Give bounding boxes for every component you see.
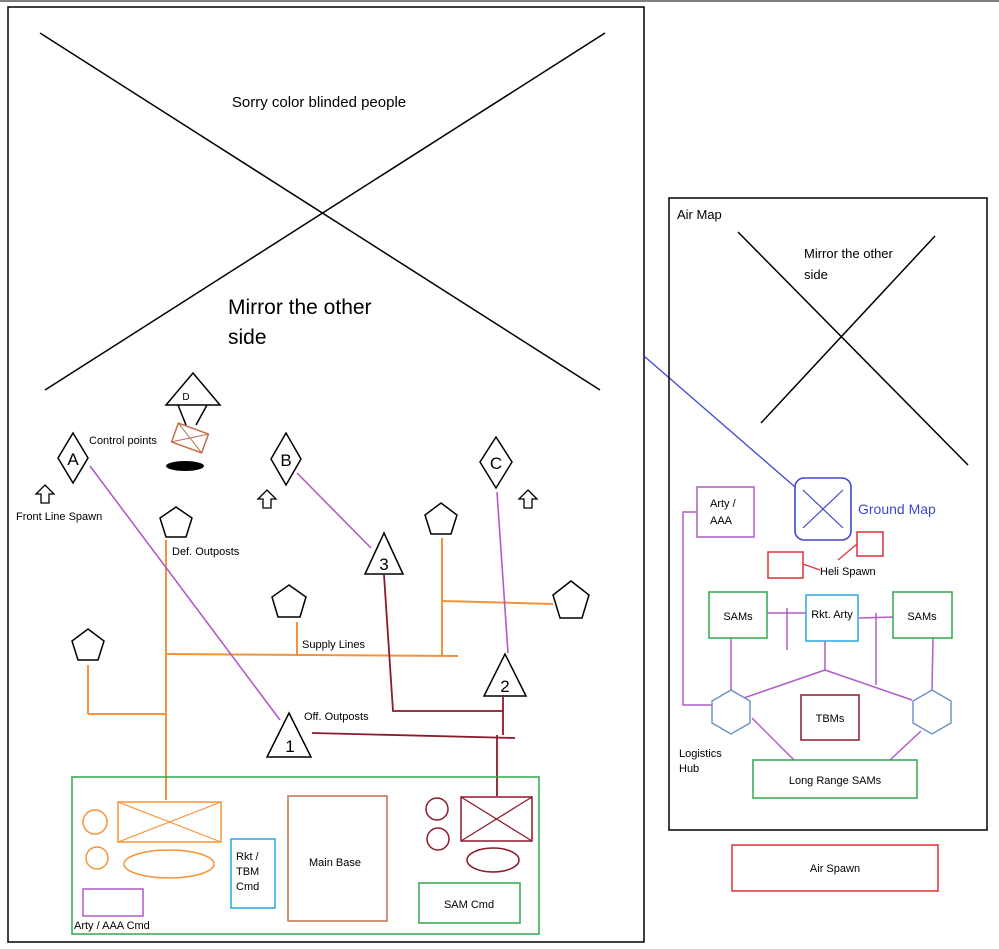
ground-map-node[interactable]: Ground Map (794, 477, 936, 541)
rkt-cmd-line3: Cmd (236, 881, 259, 893)
off-outpost-3-label: 3 (379, 555, 388, 574)
air-arty[interactable]: Arty / AAA (696, 486, 755, 538)
logistics-hub-icon[interactable] (711, 689, 952, 735)
spawn-arrow-icon (34, 484, 539, 509)
heli-spawn[interactable]: Heli Spawn (767, 531, 884, 579)
control-point-d[interactable]: D (164, 371, 222, 471)
front-line-spawn-label: Front Line Spawn (16, 511, 102, 523)
main-base-label: Main Base (309, 857, 361, 869)
sams-right[interactable]: SAMs (892, 591, 953, 639)
air-map-frame (668, 197, 988, 831)
supply-lines (87, 538, 554, 800)
off-outpost-2[interactable]: 2 (482, 652, 528, 697)
long-range-sams-label: Long Range SAMs (789, 775, 882, 787)
off-outposts-label: Off. Outposts (304, 711, 369, 723)
rkt-arty[interactable]: Rkt. Arty (805, 594, 859, 642)
base-boundary (71, 776, 540, 935)
logistics-hub-line1: Logistics (679, 748, 722, 760)
arty-cmd-label: Arty / AAA Cmd (74, 920, 150, 932)
control-point-b-label: B (280, 451, 291, 470)
air-mirror-line1: Mirror the other (804, 246, 894, 261)
mirror-cross (39, 32, 606, 391)
landing-pad-icon (166, 461, 204, 471)
air-arty-line1: Arty / (710, 498, 737, 510)
mirror-note-line1: Mirror the other (228, 296, 372, 319)
tbms[interactable]: TBMs (800, 694, 860, 741)
caption: Sorry color blinded people (232, 94, 406, 111)
air-arty-line2: AAA (710, 515, 733, 527)
rkt-cmd-line1: Rkt / (236, 851, 260, 863)
control-point-c[interactable]: C (479, 435, 513, 490)
air-spawn-label: Air Spawn (810, 863, 860, 875)
command-links (311, 574, 516, 796)
supply-crate-icon (170, 422, 210, 454)
air-map: Air Map Mirror the other side Arty / AAA (668, 197, 988, 831)
air-spawn[interactable]: Air Spawn (731, 844, 939, 892)
control-points-label: Control points (89, 435, 157, 447)
sams-left[interactable]: SAMs (708, 591, 768, 639)
off-outpost-2-label: 2 (500, 677, 509, 696)
rkt-arty-label: Rkt. Arty (811, 609, 853, 621)
air-map-title: Air Map (677, 207, 722, 222)
ground-map-label: Ground Map (858, 501, 936, 517)
mirror-note-line2: side (228, 326, 267, 349)
long-range-sams[interactable]: Long Range SAMs (752, 759, 918, 799)
main-base[interactable]: Main Base (287, 795, 388, 922)
logistics-hub-line2: Hub (679, 763, 699, 775)
sams-right-label: SAMs (907, 611, 937, 623)
air-network-links (682, 511, 934, 761)
tbms-label: TBMs (816, 713, 845, 725)
control-links (89, 465, 509, 721)
ground-map-frame (7, 6, 645, 943)
control-point-c-label: C (490, 454, 502, 473)
def-outposts-label: Def. Outposts (172, 546, 240, 558)
ground-map: Sorry color blinded people Mirror the ot… (7, 6, 645, 943)
air-mirror-cross (737, 231, 969, 466)
base-area: Arty / AAA Cmd Rkt / TBM Cmd Main Base (71, 776, 540, 935)
off-outpost-3[interactable]: 3 (363, 531, 405, 575)
control-point-b[interactable]: B (270, 431, 302, 487)
sams-left-label: SAMs (723, 611, 753, 623)
control-point-d-label: D (182, 392, 189, 403)
map-connector (643, 355, 796, 488)
rkt-cmd-line2: TBM (236, 866, 259, 878)
heli-spawn-label: Heli Spawn (820, 566, 876, 578)
sam-command[interactable]: SAM Cmd (418, 796, 533, 924)
rkt-tbm-command[interactable]: Rkt / TBM Cmd (230, 838, 276, 909)
off-outpost-1[interactable]: 1 (265, 711, 313, 758)
off-outpost-1-label: 1 (285, 737, 294, 756)
def-outpost-icon[interactable] (71, 502, 590, 661)
arty-command[interactable]: Arty / AAA Cmd (74, 801, 222, 932)
air-mirror-line2: side (804, 267, 828, 282)
supply-lines-label: Supply Lines (302, 639, 365, 651)
control-point-a-label: A (67, 450, 79, 469)
control-point-a[interactable]: A (57, 431, 89, 485)
sam-cmd-label: SAM Cmd (444, 899, 494, 911)
